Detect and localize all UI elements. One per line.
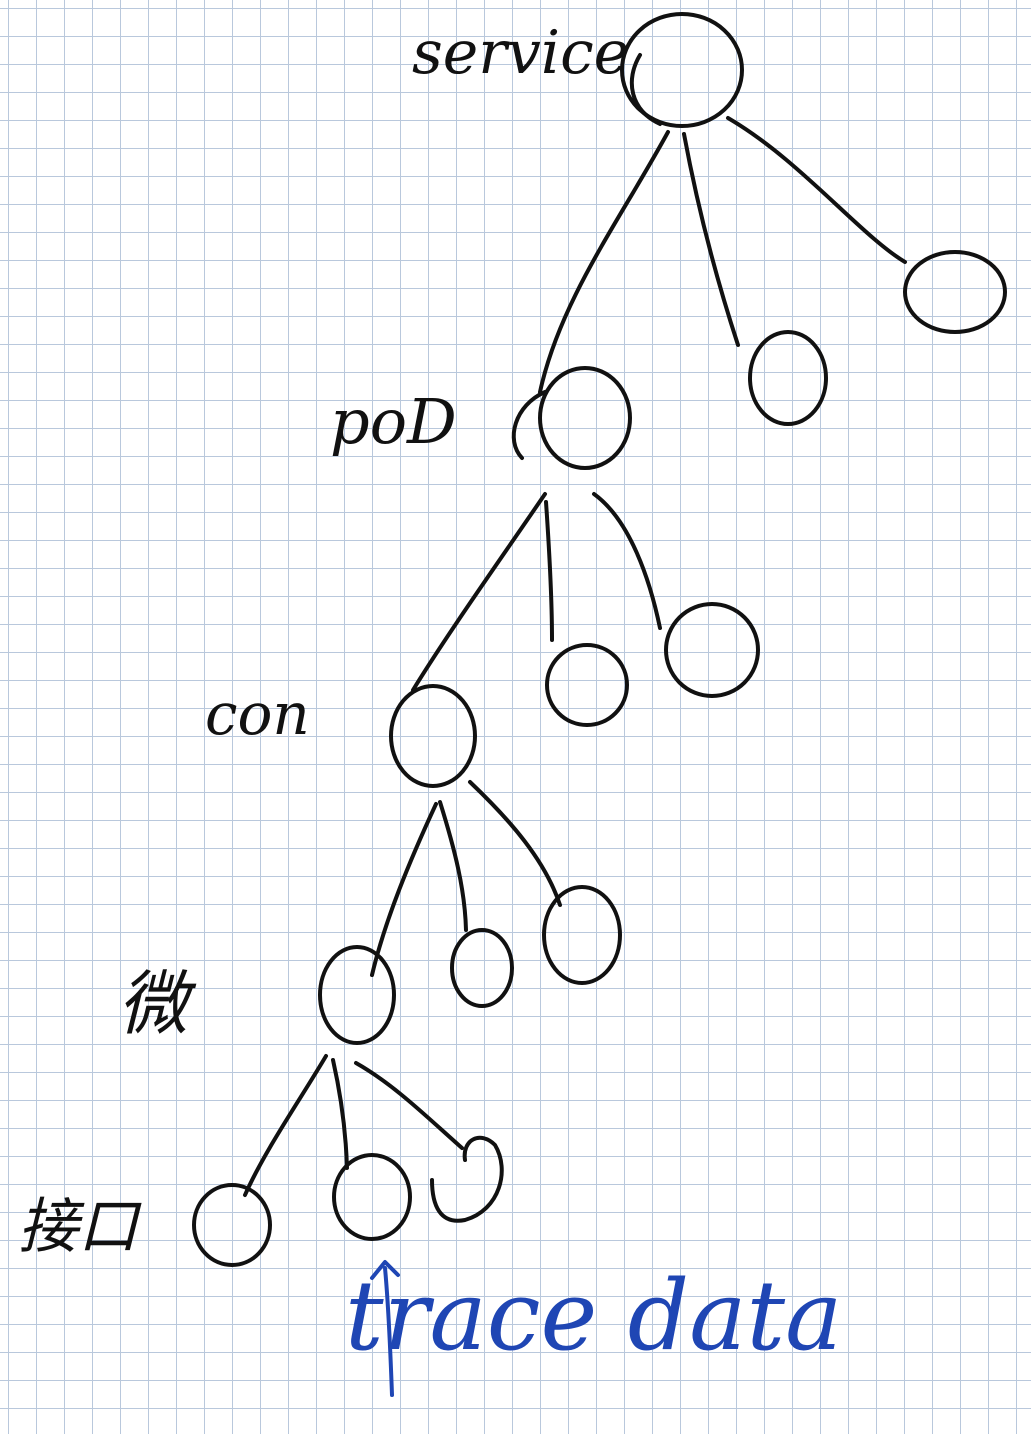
node-pod-child2 xyxy=(545,643,629,727)
edge-micro-child2 xyxy=(331,1058,349,1170)
annotation-trace-data: trace data xyxy=(345,1260,843,1372)
edge-service-child2 xyxy=(682,132,740,347)
trace-arrow xyxy=(370,1260,400,1397)
node-micro xyxy=(318,945,396,1045)
edge-con-child3 xyxy=(468,780,562,907)
edge-pod-child2 xyxy=(544,500,554,642)
arrow-head xyxy=(370,1260,400,1280)
edge-service-pod xyxy=(538,130,670,394)
node-con-child2 xyxy=(450,928,514,1008)
node-pod-child3 xyxy=(664,602,760,698)
node-interface-child3 xyxy=(430,1135,504,1223)
label-service: service xyxy=(412,18,630,88)
edge-pod-con xyxy=(411,492,547,692)
edge-con-micro xyxy=(370,802,438,977)
edge-micro-interface xyxy=(243,1054,328,1197)
node-con-child3 xyxy=(542,885,622,985)
arrow-shaft xyxy=(383,1266,394,1397)
node-con xyxy=(389,684,477,788)
label-micro: 微 xyxy=(118,963,188,1045)
edge-service-child3 xyxy=(726,116,907,264)
edge-micro-child3 xyxy=(354,1061,464,1150)
edge-pod-child3 xyxy=(592,492,662,630)
label-interface: 接口 xyxy=(18,1192,138,1262)
label-container: con xyxy=(205,680,310,748)
node-service-child2 xyxy=(748,330,828,426)
tree-nodes xyxy=(192,12,1007,1267)
node-service-child3 xyxy=(903,250,1007,334)
node-interface xyxy=(192,1183,272,1267)
node-pod xyxy=(538,366,632,470)
node-interface-child2 xyxy=(332,1153,412,1241)
node-pod-stroke xyxy=(511,390,547,460)
node-service xyxy=(620,12,744,128)
tree-edges xyxy=(243,116,907,1197)
label-pod: poD xyxy=(330,385,457,458)
edge-con-child2 xyxy=(438,800,468,932)
node-service-stroke xyxy=(629,53,662,126)
